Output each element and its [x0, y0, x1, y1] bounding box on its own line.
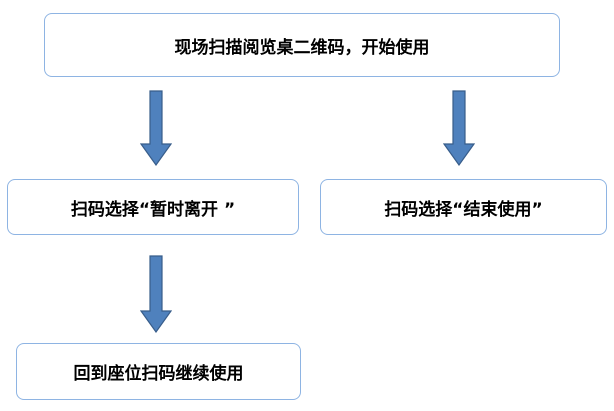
flow-node-end-use-label: 扫码选择“结束使用” [384, 199, 543, 220]
flow-node-return-continue-label: 回到座位扫码继续使用 [73, 364, 244, 384]
flow-node-temporary-leave: 扫码选择“暂时离开 ” [7, 179, 299, 235]
flow-node-end-use: 扫码选择“结束使用” [320, 179, 607, 235]
flow-node-temporary-leave-label: 扫码选择“暂时离开 ” [70, 199, 236, 220]
down-arrow-icon [140, 90, 172, 166]
flow-node-start-scan-label: 现场扫描阅览桌二维码，开始使用 [174, 37, 430, 58]
down-arrow-icon [443, 90, 475, 166]
flow-node-return-continue: 回到座位扫码继续使用 [16, 343, 301, 400]
down-arrow-icon [140, 255, 172, 333]
flow-node-start-scan: 现场扫描阅览桌二维码，开始使用 [44, 13, 560, 77]
